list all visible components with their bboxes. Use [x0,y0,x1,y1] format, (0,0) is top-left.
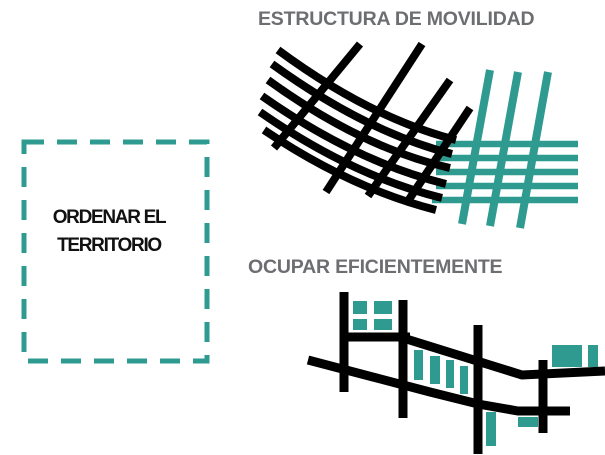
mobility-grid-icon [257,41,578,229]
occupation-blocks-icon [306,292,605,454]
title-estructura-de-movilidad: ESTRUCTURA DE MOVILIDAD [258,8,535,30]
center-label-line1: ORDENAR EL [52,207,167,228]
center-label: ORDENAR EL TERRITORIO [22,204,196,260]
title-ocupar-eficientemente: OCUPAR EFICIENTEMENTE [248,256,503,278]
dashed-frame [21,139,210,364]
center-label-line2: TERRITORIO [57,235,162,256]
